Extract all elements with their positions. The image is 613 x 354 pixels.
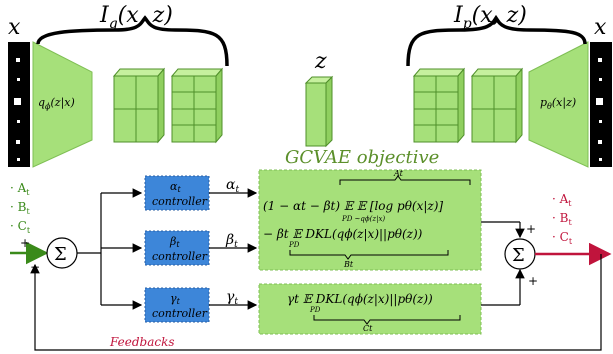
controller-output-lines bbox=[209, 188, 258, 310]
c-term-brace bbox=[313, 315, 461, 325]
svg-text:γt: γt bbox=[170, 292, 181, 306]
gamma-signal: γt bbox=[226, 289, 238, 307]
output-b: · Bt bbox=[552, 211, 572, 227]
decoder-brace bbox=[406, 14, 587, 67]
input-b: · Bt bbox=[10, 200, 30, 216]
svg-text:βt: βt bbox=[169, 235, 180, 249]
decoder-cube-1 bbox=[412, 67, 466, 144]
iq-label: Iq(x, z) bbox=[99, 3, 173, 32]
alpha-signal: αt bbox=[226, 177, 239, 195]
objective-title: GCVAE objective bbox=[285, 147, 439, 168]
output-image-strip bbox=[590, 42, 612, 167]
right-plus-top: + bbox=[526, 222, 536, 236]
right-plus-bottom: + bbox=[528, 274, 538, 288]
b-term-brace-label: Bt bbox=[343, 260, 354, 269]
c-term-brace-label: Ct bbox=[363, 324, 373, 333]
svg-text:controller: controller bbox=[152, 250, 208, 263]
term-line-2-sub: PD bbox=[288, 241, 300, 249]
output-a: · At bbox=[552, 192, 572, 208]
alpha-controller: αt controller bbox=[144, 175, 210, 211]
output-c: · Ct bbox=[552, 230, 573, 246]
term-line-1-subs: PD ~qϕ(z|x) bbox=[341, 215, 385, 223]
x-output-label: x bbox=[594, 15, 607, 40]
output-labels: · At · Bt · Ct bbox=[552, 192, 573, 246]
svg-text:αt: αt bbox=[170, 180, 181, 194]
ab-term-box bbox=[258, 169, 482, 271]
left-plus-sign: + bbox=[20, 236, 30, 250]
ip-label: Ip(x, z) bbox=[453, 3, 527, 32]
encoder-block bbox=[32, 41, 93, 168]
sum-input-lines bbox=[481, 221, 525, 306]
encoder-cube-1 bbox=[112, 67, 166, 144]
left-sum-symbol: Σ bbox=[54, 244, 67, 265]
beta-signal: βt bbox=[225, 232, 238, 250]
input-labels: · At · Bt · Ct bbox=[10, 181, 31, 235]
svg-text:controller: controller bbox=[152, 195, 208, 208]
feedback-label: Feedbacks bbox=[109, 335, 175, 349]
svg-text:controller: controller bbox=[152, 307, 208, 320]
right-sum-symbol: Σ bbox=[512, 245, 525, 266]
term-line-3-sub: PD bbox=[309, 306, 321, 314]
term-line-1: (1 − αt − βt) 𝔼 𝔼 [log pθ(x|z)] bbox=[263, 199, 443, 213]
term-line-2: − βt 𝔼 DKL(qϕ(z|x)||pθ(z)) bbox=[263, 227, 423, 241]
gamma-controller: γt controller bbox=[144, 287, 210, 323]
input-image-strip bbox=[8, 42, 30, 167]
z-label: z bbox=[314, 49, 327, 74]
input-a: · At bbox=[10, 181, 30, 197]
decoder-label: pθ(x|z) bbox=[540, 96, 576, 111]
term-line-3: γt 𝔼 DKL(qϕ(z|x)||pθ(z)) bbox=[287, 292, 433, 306]
decoder-cube-2 bbox=[470, 67, 524, 144]
latent-cube bbox=[304, 75, 334, 148]
a-term-brace bbox=[339, 175, 471, 185]
x-input-label: x bbox=[8, 15, 21, 40]
feedback-loop bbox=[30, 254, 602, 351]
encoder-brace bbox=[36, 15, 229, 67]
c-term-box bbox=[258, 283, 482, 335]
beta-controller: βt controller bbox=[144, 230, 210, 266]
encoder-cube-2 bbox=[170, 67, 224, 144]
controller-feed-lines bbox=[77, 188, 143, 310]
b-term-brace bbox=[289, 250, 449, 260]
a-term-brace-label: At bbox=[393, 169, 404, 178]
encoder-label: qϕ(z|x) bbox=[38, 96, 75, 111]
input-c: · Ct bbox=[10, 219, 31, 235]
decoder-block bbox=[528, 41, 589, 168]
